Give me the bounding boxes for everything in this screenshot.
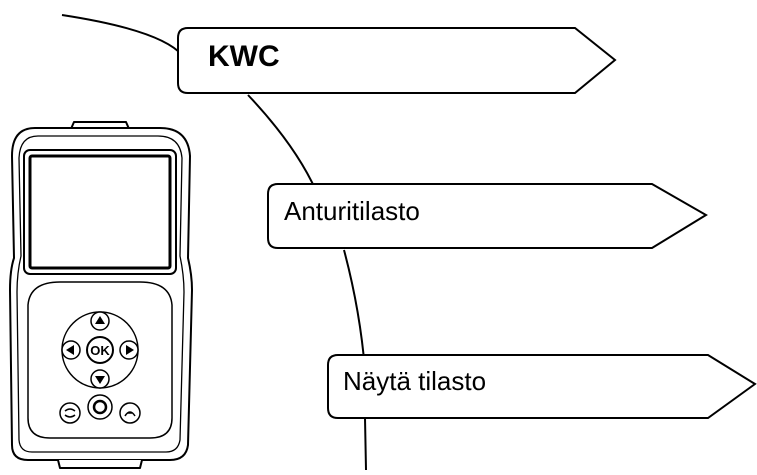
device-bottom-foot: [57, 459, 143, 469]
menu-item-nayta-tilasto-label: Näytä tilasto: [343, 366, 487, 396]
ok-button[interactable]: [86, 336, 114, 364]
menu-connector-arc: [61, 14, 367, 471]
menu-flag-nayta-tilasto: [327, 354, 757, 419]
arrow-left-icon: [66, 345, 74, 355]
ok-button-label: OK: [90, 343, 110, 358]
menu-flag-anturitilasto: [267, 183, 708, 249]
arrow-up-icon: [95, 316, 105, 324]
menu-item-kwc-label: KWC: [208, 40, 280, 73]
menu-item-anturitilasto-label: Anturitilasto: [284, 196, 420, 226]
device-body-inner: [16, 135, 185, 453]
left-function-icon: [64, 408, 76, 418]
device-screen: [28, 154, 172, 270]
right-function-icon: [124, 411, 136, 417]
arrow-right-icon: [126, 345, 134, 355]
handheld-device: OK: [9, 121, 193, 469]
arrow-down-icon: [95, 376, 105, 384]
left-function-button[interactable]: [59, 402, 81, 424]
power-button[interactable]: [87, 394, 113, 420]
power-icon: [92, 399, 108, 415]
menu-flag-kwc: [177, 27, 617, 94]
